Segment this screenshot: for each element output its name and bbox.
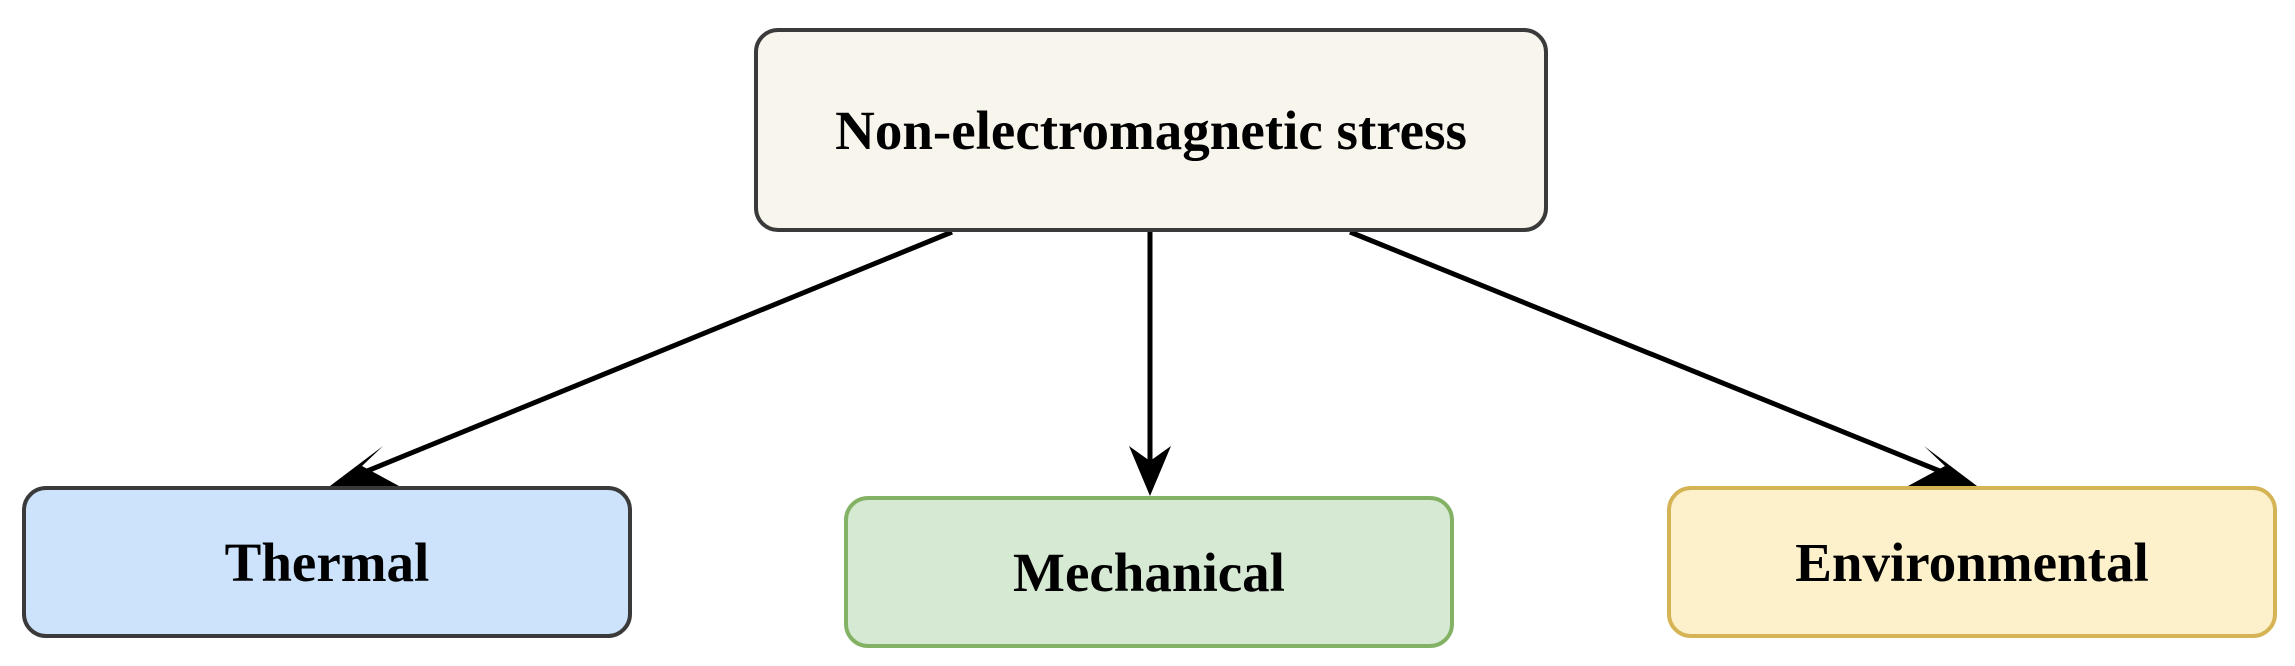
arrowhead-mechanical bbox=[1129, 446, 1171, 496]
arrowhead-environmental bbox=[1908, 446, 1977, 486]
node-label: Mechanical bbox=[1013, 541, 1285, 603]
node-label: Environmental bbox=[1795, 531, 2149, 593]
node-mechanical: Mechanical bbox=[844, 496, 1454, 648]
node-non-electromagnetic-stress: Non-electromagnetic stress bbox=[754, 28, 1548, 232]
edge-root-to-environmental bbox=[1349, 229, 1958, 481]
node-environmental: Environmental bbox=[1667, 486, 2277, 638]
arrowhead-thermal bbox=[330, 446, 399, 486]
node-label: Non-electromagnetic stress bbox=[835, 99, 1467, 161]
edge-root-to-thermal bbox=[349, 229, 953, 481]
node-thermal: Thermal bbox=[22, 486, 632, 638]
node-label: Thermal bbox=[224, 531, 430, 593]
